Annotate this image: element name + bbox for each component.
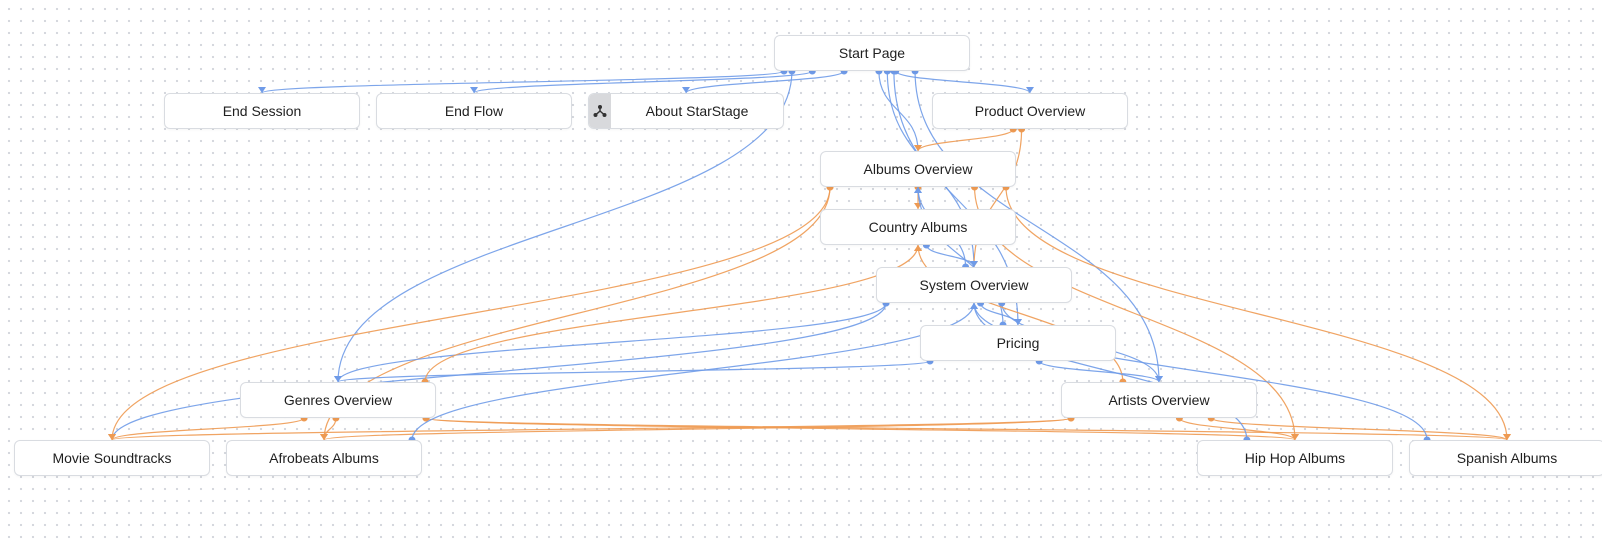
node-label: Spanish Albums [1456,450,1558,466]
edge-arrowhead [1291,434,1299,440]
edge-arrowhead [682,87,690,93]
node-end-session[interactable]: End Session [164,93,360,129]
edge-arrowhead [970,261,978,267]
node-label: System Overview [919,277,1029,293]
node-country-albums[interactable]: Country Albums [820,209,1016,245]
edge-arrowhead [320,434,328,440]
edge-start-page-to-end-session[interactable] [261,70,785,94]
node-product-overview[interactable]: Product Overview [932,93,1128,129]
edge-genres-overview-to-movie-soundtracks[interactable] [111,417,305,441]
node-label: Country Albums [868,219,968,235]
node-label: Albums Overview [863,161,973,177]
edge-start-page-to-about-starstage[interactable] [685,70,845,94]
node-artists-overview[interactable]: Artists Overview [1061,382,1257,418]
flow-branch-icon [589,94,611,128]
edge-start-page-to-genres-overview[interactable] [337,70,793,383]
edge-product-overview-to-system-overview[interactable] [973,128,1023,268]
node-hip-hop-albums[interactable]: Hip Hop Albums [1197,440,1393,476]
node-albums-overview[interactable]: Albums Overview [820,151,1016,187]
node-label: Movie Soundtracks [52,450,172,466]
node-movie-soundtracks[interactable]: Movie Soundtracks [14,440,210,476]
node-afrobeats-albums[interactable]: Afrobeats Albums [226,440,422,476]
edge-arrowhead [108,434,116,440]
node-system-overview[interactable]: System Overview [876,267,1072,303]
edge-genres-overview-to-country-albums[interactable] [424,244,919,383]
edge-start-page-to-end-flow[interactable] [473,70,813,94]
edge-country-albums-to-system-overview[interactable] [925,244,975,268]
node-pricing[interactable]: Pricing [920,325,1116,361]
edge-pricing-to-genres-overview[interactable] [337,360,931,383]
edge-system-overview-to-genres-overview[interactable] [337,302,887,383]
node-spanish-albums[interactable]: Spanish Albums [1409,440,1602,476]
node-label: Hip Hop Albums [1244,450,1346,466]
edge-artists-overview-to-spanish-albums[interactable] [1210,417,1508,441]
edge-arrowhead [334,376,342,382]
edge-start-page-to-artists-overview[interactable] [914,70,1160,383]
edge-genres-overview-to-spanish-albums[interactable] [425,417,1508,441]
edge-hip-hop-albums-to-system-overview[interactable] [973,302,1248,441]
edge-arrowhead [1155,376,1163,382]
edge-system-overview-to-movie-soundtracks[interactable] [111,302,887,441]
node-label: Genres Overview [283,392,393,408]
edge-pricing-to-artists-overview[interactable] [1038,360,1160,383]
edge-arrowhead [914,145,922,151]
edge-albums-overview-to-movie-soundtracks[interactable] [111,186,831,441]
node-label: Afrobeats Albums [269,450,379,466]
node-label: End Session [222,103,302,119]
edge-artists-overview-to-afrobeats-albums[interactable] [323,417,1072,441]
edge-product-overview-to-albums-overview[interactable] [917,128,1014,152]
node-label: Pricing [996,335,1040,351]
edge-arrowhead [1026,87,1034,93]
edge-arrowhead [914,187,922,193]
edge-artists-overview-to-hip-hop-albums[interactable] [1178,417,1296,441]
node-label: About StarStage [645,103,749,119]
node-about-starstage[interactable]: About StarStage [588,93,784,129]
node-end-flow[interactable]: End Flow [376,93,572,129]
node-label: Artists Overview [1108,392,1210,408]
node-label: End Flow [444,103,504,119]
node-label: Start Page [838,45,906,61]
edge-arrowhead [1503,434,1511,440]
edge-arrowhead [970,303,978,309]
edge-arrowhead [258,87,266,93]
node-genres-overview[interactable]: Genres Overview [240,382,436,418]
node-start-page[interactable]: Start Page [774,35,970,71]
edge-arrowhead [914,245,922,251]
edge-spanish-albums-to-system-overview[interactable] [973,302,1428,441]
node-label: Product Overview [974,103,1086,119]
edge-arrowhead [470,87,478,93]
edge-albums-overview-to-spanish-albums[interactable] [1005,186,1508,441]
edge-start-page-to-product-overview[interactable] [895,70,1031,94]
